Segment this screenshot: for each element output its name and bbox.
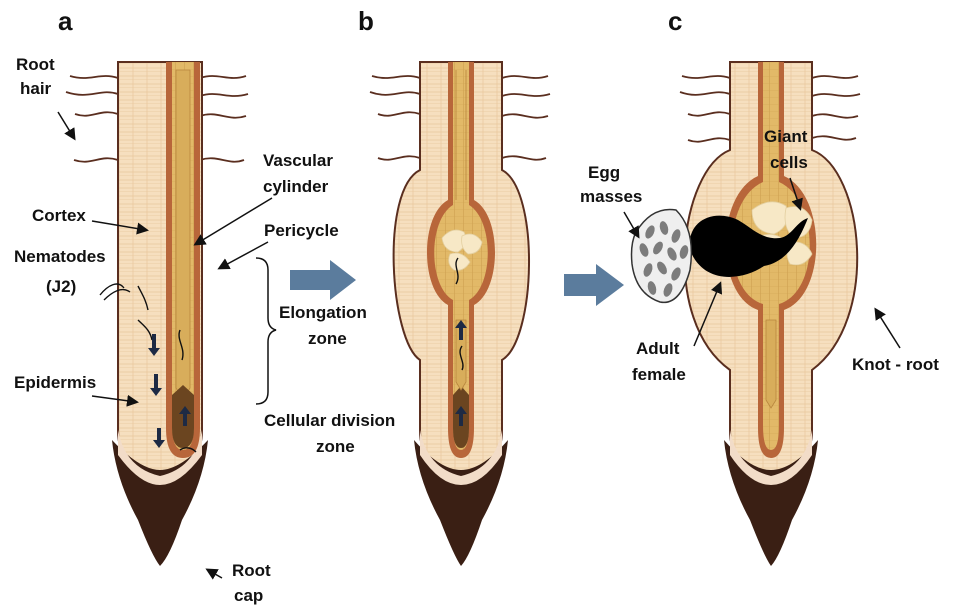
panel-c-letter: c [668, 6, 682, 36]
label-epidermis: Epidermis [14, 373, 96, 392]
label-nematodes-2: (J2) [46, 277, 76, 296]
label-egg-1: Egg [588, 163, 620, 182]
panel-b: b [358, 6, 550, 566]
label-vascular-1: Vascular [263, 151, 333, 170]
label-pericycle: Pericycle [264, 221, 339, 240]
label-giant-1: Giant [764, 127, 808, 146]
label-knot-root: Knot - root [852, 355, 939, 374]
label-egg-2: masses [580, 187, 642, 206]
label-vascular-2: cylinder [263, 177, 329, 196]
label-female-1: Adult [636, 339, 680, 358]
panel-a: a [14, 6, 395, 605]
panel-b-letter: b [358, 6, 374, 36]
label-root-hair-1: Root [16, 55, 55, 74]
label-female-2: female [632, 365, 686, 384]
labels-a: Root hair Cortex Nematodes (J2) Epidermi… [14, 55, 395, 605]
label-cell-division-1: Cellular division [264, 411, 395, 430]
panel-c: c [580, 6, 939, 566]
label-root-hair-2: hair [20, 79, 52, 98]
label-giant-2: cells [770, 153, 808, 172]
label-root-cap-1: Root [232, 561, 271, 580]
egg-masses [632, 209, 692, 302]
panel-a-letter: a [58, 6, 73, 36]
label-cell-division-2: zone [316, 437, 355, 456]
label-nematodes-1: Nematodes [14, 247, 106, 266]
elongation-brace [256, 258, 276, 404]
transition-arrow-2 [564, 264, 624, 306]
label-cortex: Cortex [32, 206, 86, 225]
label-elongation-2: zone [308, 329, 347, 348]
label-elongation-1: Elongation [279, 303, 367, 322]
transition-arrow-1 [290, 260, 356, 300]
label-root-cap-2: cap [234, 586, 263, 605]
